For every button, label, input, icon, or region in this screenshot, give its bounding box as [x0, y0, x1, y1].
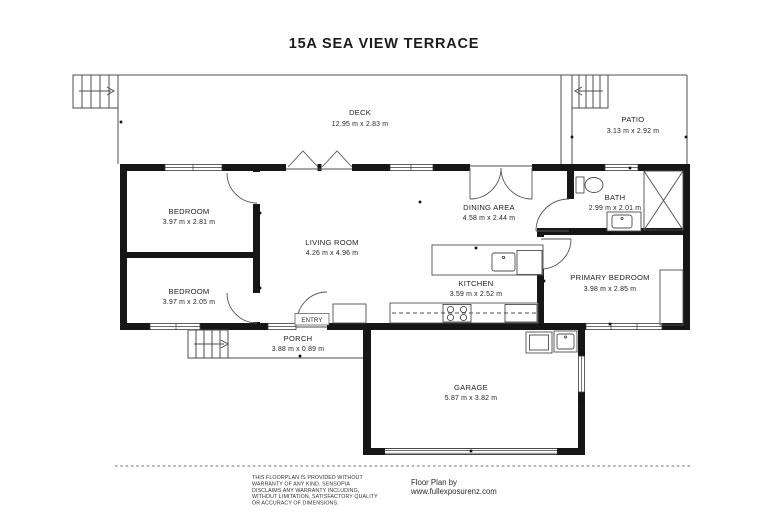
doors	[226, 150, 572, 328]
kitchen-fixtures	[389, 244, 544, 324]
sink-icon	[553, 330, 578, 353]
dishwasher-icon	[516, 250, 543, 275]
room-label-kitchen: KITCHEN	[458, 279, 493, 288]
disclaimer-line: WARRANTY OF ANY KIND. SENSOPIA	[252, 481, 350, 487]
porch-outline	[187, 329, 363, 359]
garage-right-wall	[578, 330, 585, 356]
room-dims-bath: 2.99 m x 2.01 m	[589, 205, 641, 212]
room-labels: DECK 12.95 m x 2.83 m PATIO 3.13 m x 2.9…	[163, 108, 659, 402]
room-dims-patio: 3.13 m x 2.92 m	[607, 128, 659, 135]
credit-text: Floor Plan by	[411, 478, 457, 487]
windows	[149, 163, 663, 393]
room-dims-garage: 5.87 m x 3.82 m	[445, 395, 497, 402]
closets	[332, 269, 684, 326]
room-label-porch: PORCH	[284, 334, 313, 343]
patio-outline	[560, 74, 688, 164]
room-label-entry: ENTRY	[301, 318, 322, 324]
sink-icon	[611, 214, 633, 229]
disclaimer-line: WITHOUT LIMITATION, SATISFACTORY QUALITY	[252, 494, 378, 500]
dimension-dots	[119, 120, 688, 453]
stairs-arrow-icon	[220, 339, 230, 349]
room-dims-porch: 3.88 m x 0.89 m	[272, 346, 324, 353]
room-label-garage: GARAGE	[454, 383, 488, 392]
disclaimer-line: THIS FLOORPLAN IS PROVIDED WITHOUT	[252, 475, 363, 481]
room-dims-kitchen: 3.59 m x 2.52 m	[450, 291, 502, 298]
room-dims-bedroom-top: 3.97 m x 2.81 m	[163, 219, 215, 226]
laundry-tub-icon	[525, 331, 553, 354]
toilet-icon	[575, 176, 585, 194]
bath-fixtures	[575, 170, 684, 232]
garage-fixtures	[385, 330, 578, 455]
room-label-dining-area: DINING AREA	[463, 203, 515, 212]
toilet-icon	[584, 177, 604, 193]
disclaimer-line: DISCLAIMS ANY WARRANTY INCLUDING,	[252, 488, 359, 494]
page-title: 15A SEA VIEW TERRACE	[289, 36, 480, 52]
stairs-arrow-icon	[106, 86, 116, 96]
entry-label-box	[294, 313, 330, 326]
sink-icon	[491, 252, 516, 272]
french-door-icon	[469, 167, 502, 200]
room-label-bedroom-top: BEDROOM	[169, 207, 210, 216]
room-dims-deck: 12.95 m x 2.83 m	[332, 121, 388, 128]
credit-url: www.fullexposurenz.com	[410, 487, 497, 496]
deck-door-icon	[321, 150, 353, 168]
primary-wardrobe	[659, 269, 684, 326]
room-label-bedroom-bottom: BEDROOM	[169, 287, 210, 296]
room-dims-living-room: 4.26 m x 4.96 m	[306, 250, 358, 257]
deck-stairs-icon	[72, 74, 119, 109]
room-label-primary-bedroom: PRIMARY BEDROOM	[570, 273, 649, 282]
room-label-bath: BATH	[605, 193, 626, 202]
french-door-icon	[500, 167, 533, 200]
room-dims-bedroom-bottom: 3.97 m x 2.05 m	[163, 299, 215, 306]
disclaimer-line: OR ACCURACY OF DIMENSIONS.	[252, 501, 339, 507]
stairs-arrow-icon	[573, 86, 583, 96]
deck-outline	[72, 74, 687, 164]
interior-walls	[120, 164, 683, 330]
stove-icon	[442, 304, 472, 323]
door-swing-icon	[540, 238, 572, 270]
room-label-deck: DECK	[349, 108, 371, 117]
patio-stairs-icon	[571, 74, 609, 109]
appliance-icon	[504, 304, 538, 323]
door-swing-icon	[226, 172, 258, 204]
entry-closet	[332, 303, 367, 324]
footer: THIS FLOORPLAN IS PROVIDED WITHOUT WARRA…	[115, 465, 692, 507]
room-label-living-room: LIVING ROOM	[305, 238, 358, 247]
garage-left-wall	[363, 323, 371, 455]
room-dims-dining-area: 4.58 m x 2.44 m	[463, 215, 515, 222]
room-dims-primary-bedroom: 3.98 m x 2.85 m	[584, 286, 636, 293]
door-swing-icon	[226, 292, 258, 324]
vanity-icon	[606, 211, 642, 232]
deck-door-icon	[287, 150, 319, 168]
shower-icon	[643, 170, 684, 231]
door-swing-icon	[535, 198, 570, 232]
room-label-patio: PATIO	[622, 115, 645, 124]
